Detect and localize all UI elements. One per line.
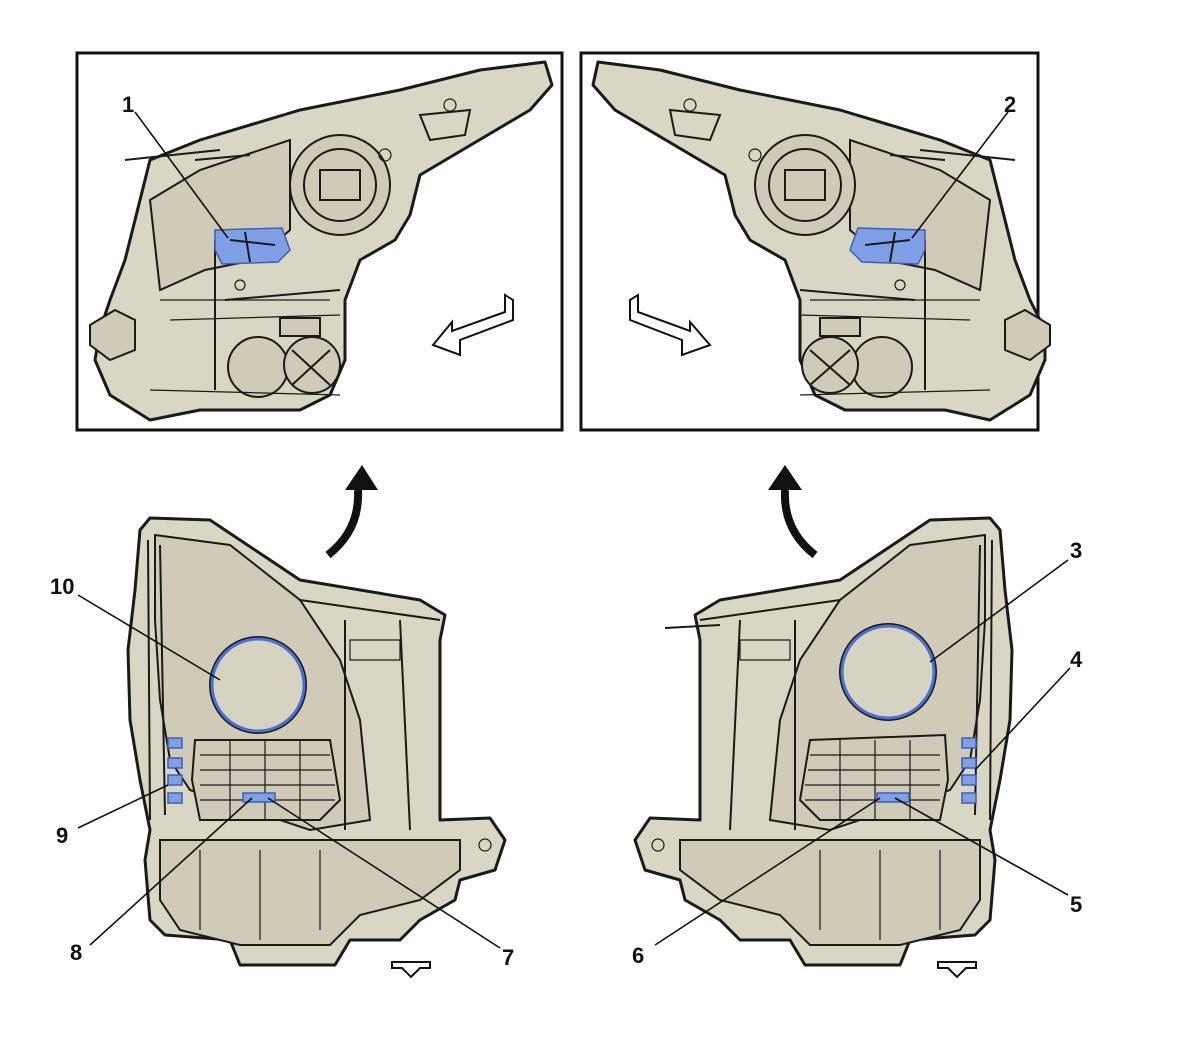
flip-arrow-right <box>768 465 818 559</box>
leader-2 <box>911 111 1009 239</box>
highlighted-led-1-left <box>167 737 183 749</box>
leader-5 <box>894 797 1069 896</box>
rear-view-left-panel <box>75 51 564 432</box>
flip-arrow-left <box>325 465 378 559</box>
rotation-arrow-left-panel <box>431 293 514 357</box>
panel-frame-left <box>75 51 564 432</box>
callout-labels: 1 2 3 4 5 6 7 8 9 10 <box>50 92 1083 970</box>
callout-8: 8 <box>70 940 82 965</box>
highlighted-marker-right <box>876 792 910 803</box>
callout-6: 6 <box>632 943 644 968</box>
highlighted-led-1-right <box>961 737 977 749</box>
callout-5: 5 <box>1070 892 1082 917</box>
leader-7 <box>267 797 501 949</box>
down-arrow-right <box>937 961 977 979</box>
highlighted-low-beam-lens-left <box>210 637 306 733</box>
highlighted-led-2-left <box>167 757 183 769</box>
highlighted-leveling-actuator-left <box>214 227 291 265</box>
highlighted-led-4-right <box>961 792 977 804</box>
down-arrow-left <box>391 961 431 979</box>
highlighted-led-3-left <box>167 774 183 786</box>
highlighted-low-beam-lens-right <box>840 624 936 720</box>
panel-frame-right <box>579 51 1040 432</box>
headlamp-rear-right <box>591 60 1051 422</box>
leader-9 <box>77 784 169 829</box>
callout-2: 2 <box>1004 92 1016 117</box>
rear-view-right-panel <box>579 51 1051 432</box>
highlighted-marker-left <box>242 792 276 803</box>
callout-9: 9 <box>56 823 68 848</box>
highlighted-led-4-left <box>167 792 183 804</box>
highlighted-leveling-actuator-right <box>849 227 926 265</box>
highlighted-led-3-right <box>961 774 977 786</box>
callout-7: 7 <box>502 945 514 970</box>
callout-3: 3 <box>1070 538 1082 563</box>
headlamp-rear-left <box>89 60 554 422</box>
headlamp-front-left <box>126 516 507 979</box>
headlamp-front-right <box>633 516 1014 979</box>
highlighted-led-2-right <box>961 757 977 769</box>
leader-6 <box>654 797 881 946</box>
callout-10: 10 <box>50 574 74 599</box>
callout-4: 4 <box>1070 647 1083 672</box>
callout-1: 1 <box>122 92 134 117</box>
leader-4 <box>974 667 1071 771</box>
rotation-arrow-right-panel <box>629 293 712 357</box>
leader-lines <box>77 111 1071 949</box>
leader-10 <box>77 594 221 681</box>
leader-1 <box>134 111 229 239</box>
leader-3 <box>929 559 1069 663</box>
leader-8 <box>89 797 253 946</box>
